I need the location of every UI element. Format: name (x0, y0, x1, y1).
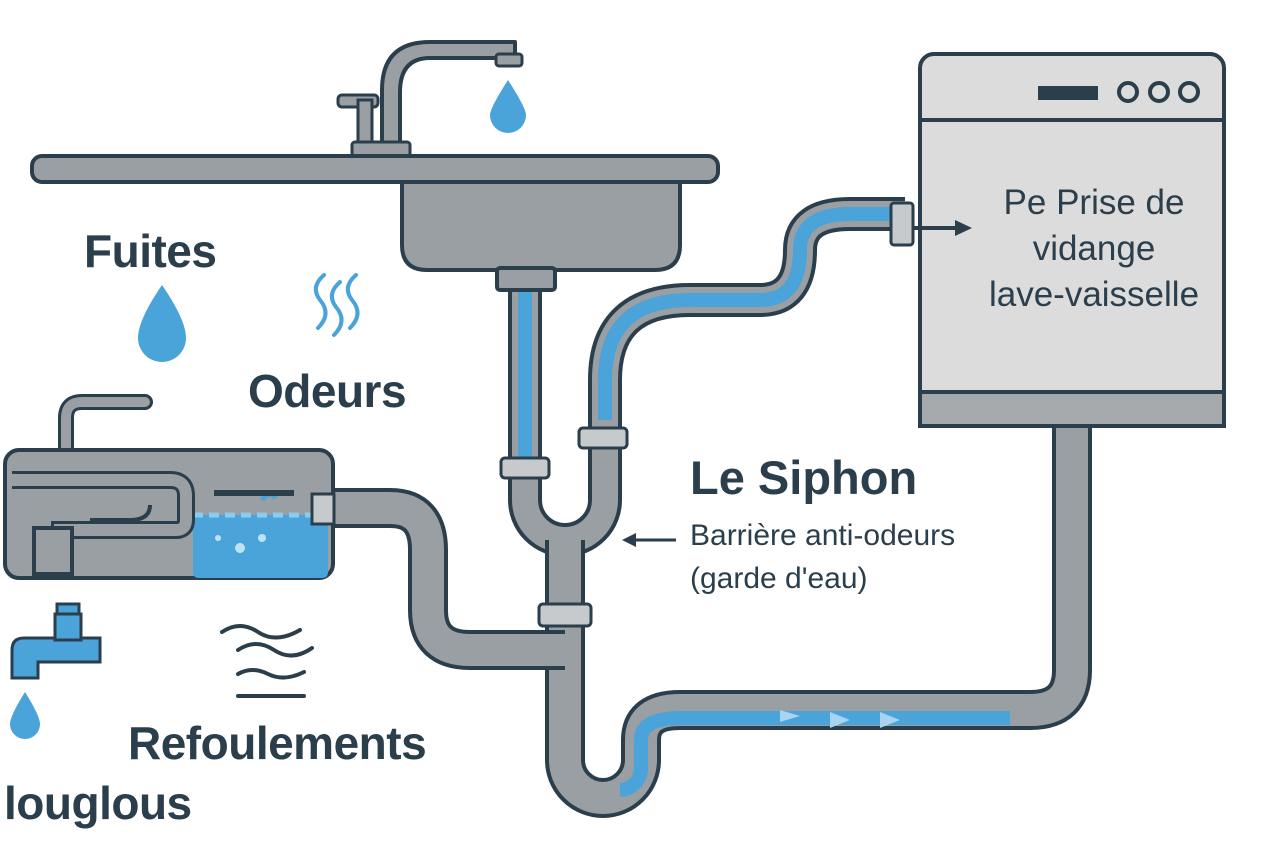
flow-arrow (780, 710, 800, 722)
flow-arrow (830, 712, 850, 728)
dishwasher-knob (1117, 81, 1139, 103)
siphon-desc-line2: (garde d'eau) (690, 562, 868, 595)
dishwasher-display (1038, 86, 1098, 100)
leak-drop-icon (138, 285, 186, 362)
left-appliance (3, 394, 336, 580)
tap-icon (10, 602, 102, 680)
coupling (537, 602, 593, 628)
dishwasher-label: Pe Prise de vidange lave-vaisselle (944, 180, 1244, 318)
label-refoulements: Refoulements (128, 717, 427, 769)
water-drop-icon (490, 80, 526, 133)
countertop (30, 154, 720, 184)
siphon-title: Le Siphon (690, 451, 918, 504)
label-fuites: Fuites (84, 225, 217, 277)
flow-arrow (880, 712, 900, 728)
kitchen-sink (30, 40, 720, 292)
arrow-right-icon (955, 220, 972, 236)
siphon-desc-line1: Barrière anti-odeurs (690, 519, 956, 552)
backflow-waves-icon (220, 624, 314, 698)
pipe-couplings (499, 201, 915, 628)
dishwasher-knob (1178, 81, 1200, 103)
dishwasher-label-line2: vidange (1032, 229, 1156, 268)
arrow-left-icon (622, 533, 636, 547)
flow-arrows (780, 710, 900, 728)
dishwasher-label-line1: Pe Prise de (1003, 183, 1185, 222)
label-glouglous: louglous (4, 777, 192, 829)
odor-waves-icon (313, 273, 360, 337)
sink-basin (400, 180, 682, 272)
label-odeurs: Odeurs (248, 365, 407, 417)
coupling (889, 201, 915, 247)
water-tank (193, 515, 328, 578)
coupling (499, 456, 551, 480)
main-drain-pipes (330, 197, 1092, 818)
dishwasher (912, 52, 1226, 428)
coupling (577, 426, 629, 450)
tap-drop-icon (10, 692, 40, 739)
dishwasher-knob (1148, 81, 1170, 103)
dishwasher-label-line3: lave-vaisselle (988, 275, 1200, 314)
